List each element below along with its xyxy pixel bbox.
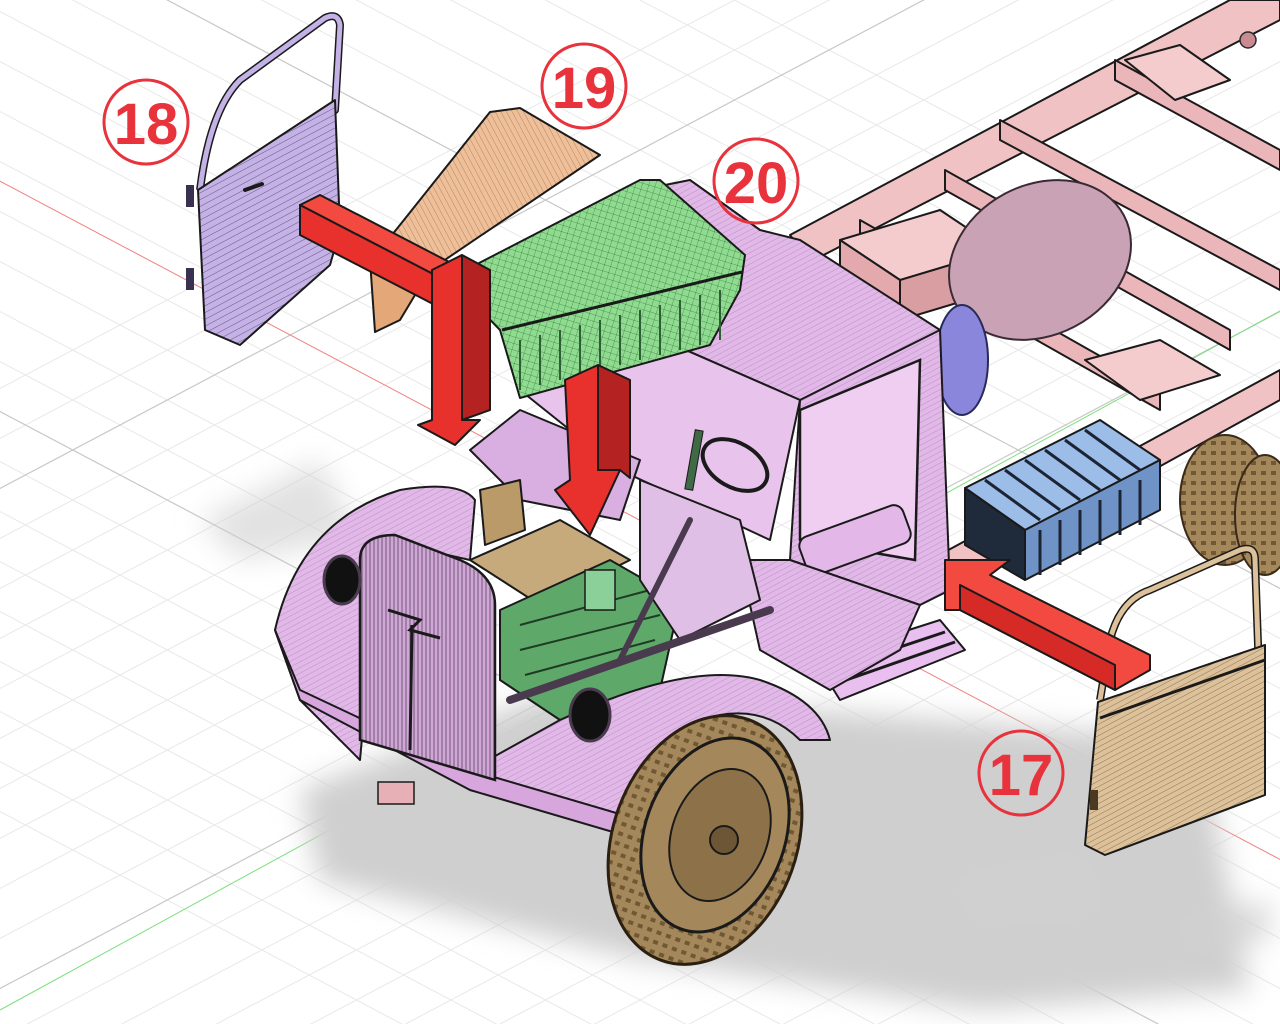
battery-box[interactable]	[964, 419, 1161, 581]
callout-17: 17	[977, 729, 1065, 817]
part-right-door[interactable]	[1084, 544, 1266, 856]
callout-18-label: 18	[114, 92, 179, 157]
callout-18: 18	[102, 78, 190, 166]
radiator-grille	[358, 533, 497, 782]
arrow-20	[554, 364, 631, 536]
arrow-19	[417, 254, 491, 446]
headlight-right-icon	[568, 687, 612, 743]
callout-17-label: 17	[989, 743, 1054, 808]
arrow-17	[944, 559, 1151, 691]
cab-body[interactable]	[519, 179, 989, 701]
assembly-arrows	[299, 194, 1151, 691]
callout-19: 19	[540, 42, 628, 130]
front-wheel[interactable]	[575, 688, 835, 991]
part-right-hood-panel[interactable]	[449, 179, 746, 399]
grille-emblem-icon	[387, 608, 441, 640]
callout-20: 20	[712, 137, 800, 225]
door-handle-icon	[243, 182, 264, 192]
engine-bay[interactable]	[469, 409, 774, 721]
callout-20-label: 20	[724, 151, 789, 216]
part-left-door[interactable]	[186, 12, 344, 346]
callout-19-label: 19	[552, 56, 617, 121]
headlight-left-icon	[322, 554, 362, 606]
callouts: 18 19 20 17	[102, 42, 1065, 817]
